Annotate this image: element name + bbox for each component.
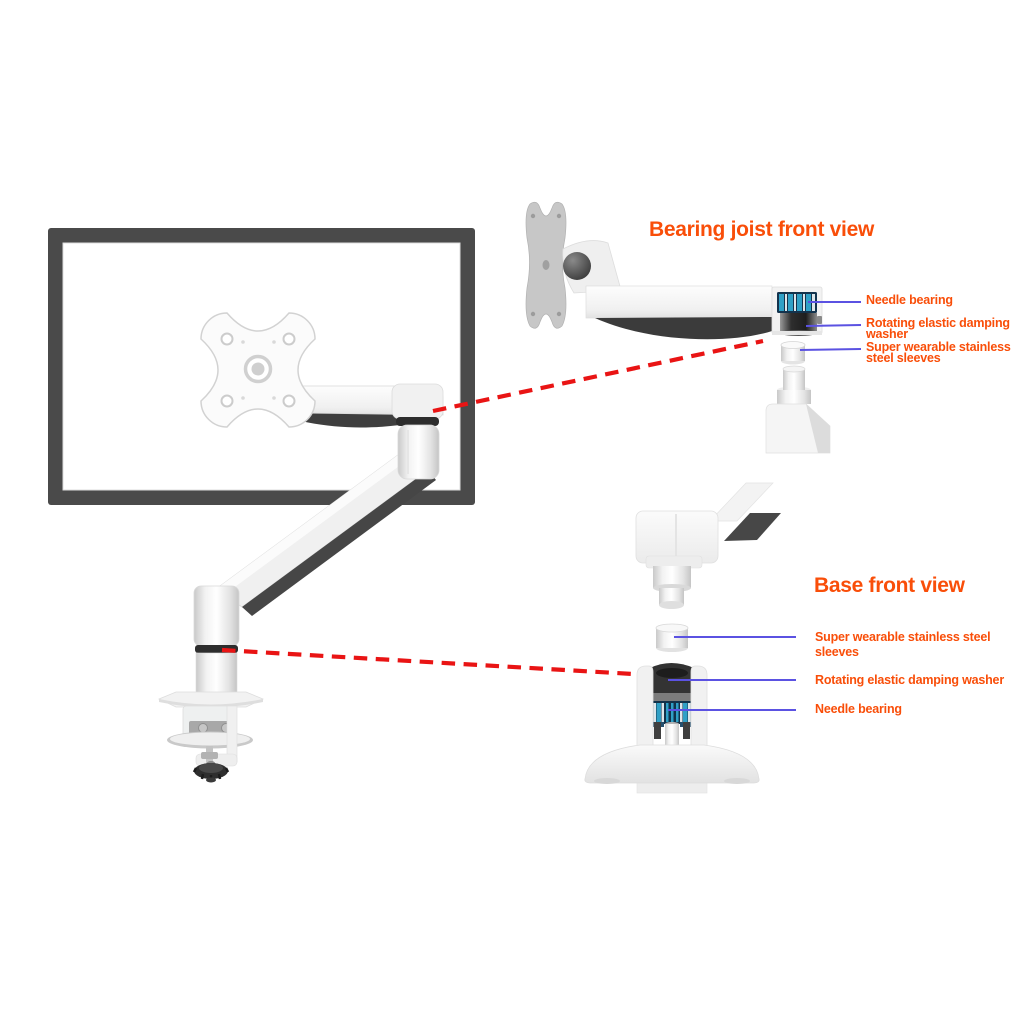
- label-line: washer: [866, 327, 908, 341]
- sleeve-part: [780, 341, 806, 365]
- arm-segment-part: [635, 482, 781, 609]
- label-line: Rotating elastic damping: [866, 316, 1010, 330]
- needle-bearing-label: Needle bearing: [866, 293, 953, 307]
- main-view: [48, 228, 475, 783]
- label-line: Super wearable stainless steel: [815, 630, 991, 644]
- callout-line-bearing-joist: [432, 338, 764, 414]
- damping-washer-label: Rotating elastic damping washer: [815, 673, 1004, 688]
- callout-line-base: [221, 647, 634, 677]
- vesa-plate: [200, 312, 316, 428]
- leader-lines: [668, 301, 862, 711]
- monitor-arm: [215, 383, 444, 616]
- needle-bearing-label: Needle bearing: [815, 702, 902, 717]
- label-line: sleeves: [815, 645, 859, 659]
- damping-washer-part: [772, 313, 822, 336]
- label-line: Super wearable stainless: [866, 340, 1011, 354]
- leader-damping-washer-top: [805, 324, 862, 327]
- arm-elbow-joint: [391, 383, 444, 480]
- damping-washer-label: Rotating elastic damping washer: [866, 316, 1010, 341]
- base-dome: [584, 744, 760, 794]
- base-detail: [584, 482, 781, 794]
- leader-sleeve-top: [799, 348, 862, 351]
- label-line: Rotating elastic damping washer: [815, 673, 1004, 687]
- label-line: steel sleeves: [866, 351, 941, 365]
- sleeve-part: [655, 623, 689, 652]
- label-line: Needle bearing: [815, 702, 902, 716]
- damping-washer-part: [650, 663, 694, 702]
- base-view-title: Base front view: [814, 574, 965, 597]
- bearing-joist-view-title: Bearing joist front view: [649, 218, 874, 241]
- steel-sleeves-label: Super wearable stainless steel sleeves: [866, 340, 1011, 365]
- ball-joint: [563, 252, 591, 280]
- clamp-knob: [192, 746, 230, 783]
- label-line: Needle bearing: [866, 293, 953, 307]
- lower-arm-part: [765, 365, 831, 454]
- desk-clamp-base: [158, 585, 264, 783]
- steel-sleeves-label: Super wearable stainless steel sleeves: [815, 630, 991, 660]
- bearing-joist-detail: [525, 201, 831, 454]
